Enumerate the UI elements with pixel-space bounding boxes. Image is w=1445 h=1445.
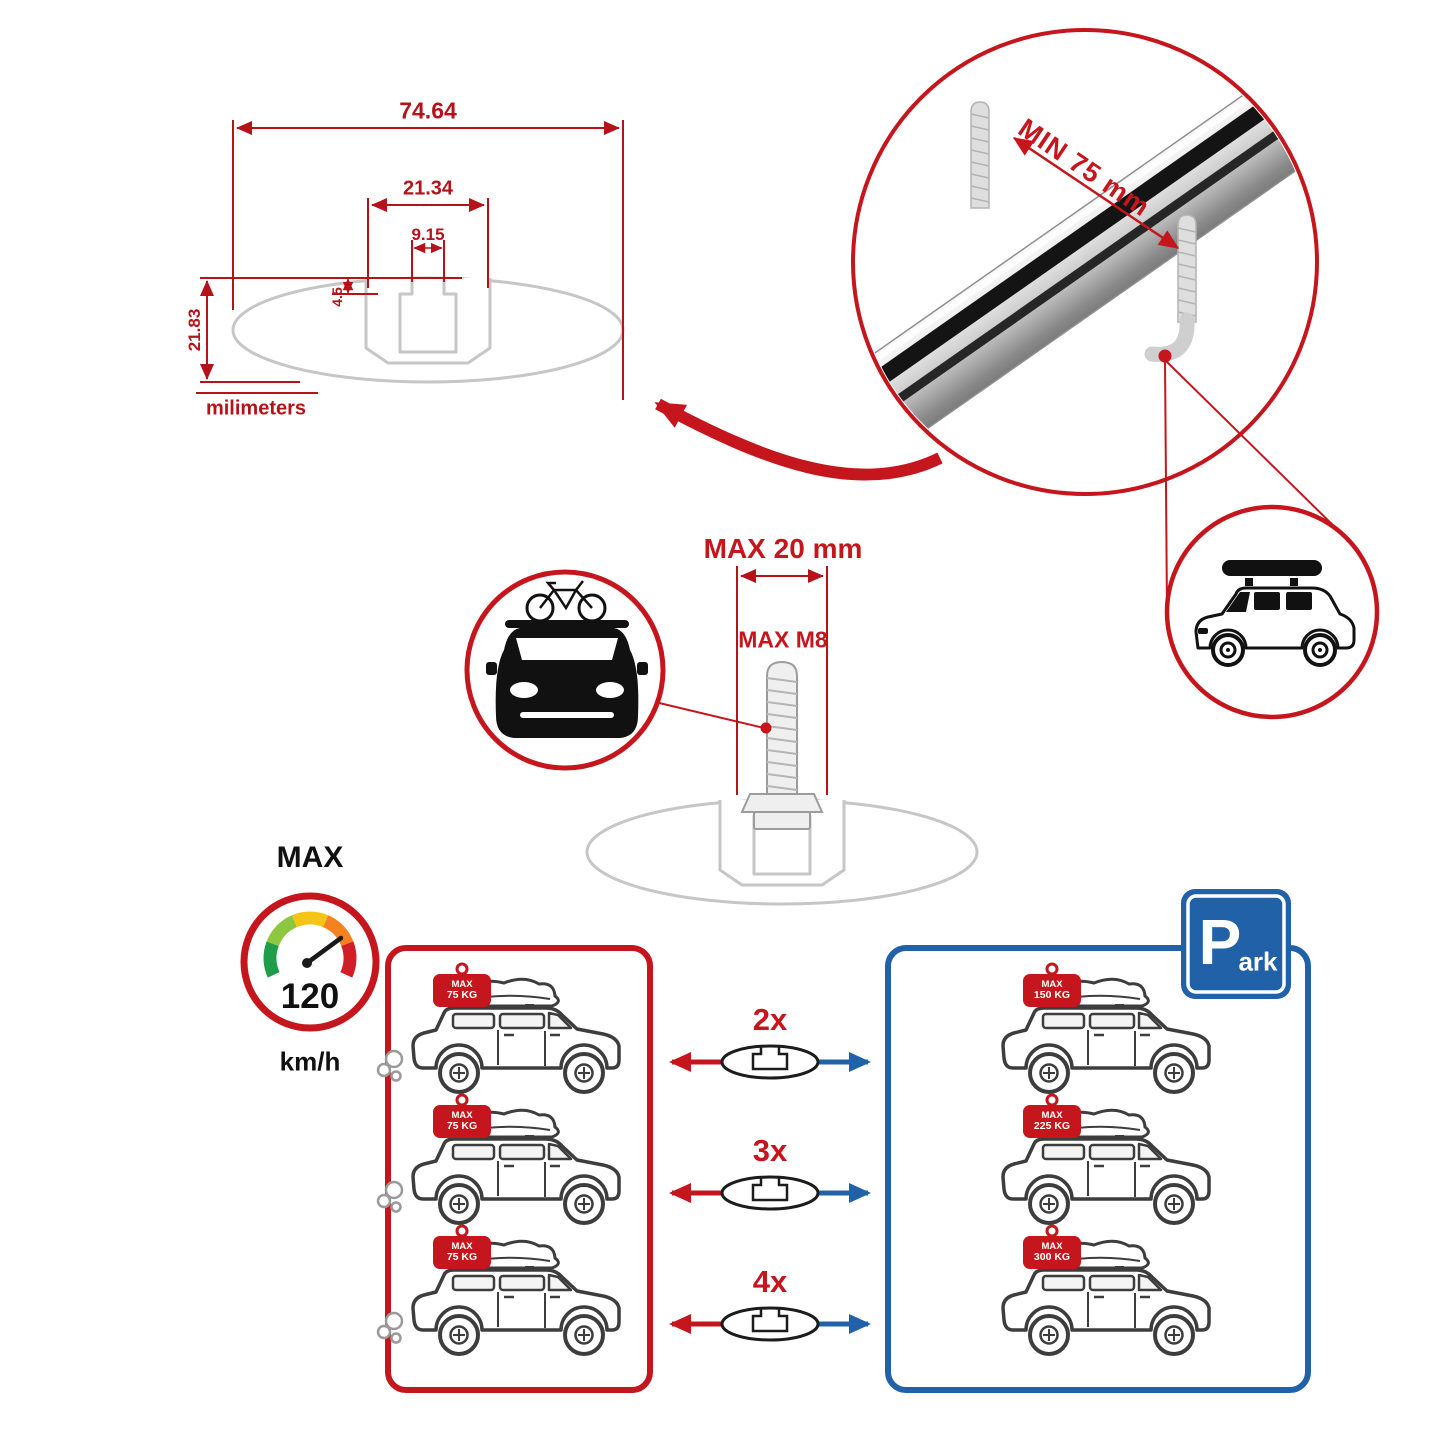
hook-callout-dot bbox=[1158, 349, 1172, 363]
tag-max-label: MAX bbox=[451, 1240, 473, 1252]
count-row-4x bbox=[669, 1306, 871, 1342]
thread-callout-dot bbox=[760, 722, 772, 734]
crossbar-profile-icon bbox=[720, 1306, 820, 1342]
min-clearance-arrow bbox=[1012, 136, 1180, 250]
units-label: milimeters bbox=[205, 397, 307, 420]
crossbar-profile-icon bbox=[720, 1175, 820, 1211]
crossbar-profile-icon bbox=[720, 1044, 820, 1080]
parking-sign bbox=[1181, 889, 1291, 999]
load-tag-driving-3: MAX 75 KG bbox=[433, 1236, 491, 1269]
tag-max-label: MAX bbox=[451, 978, 473, 990]
driving-panel bbox=[376, 945, 653, 1393]
gauge-needle bbox=[304, 935, 344, 966]
bike-car-circle bbox=[464, 569, 765, 771]
u-bolt-leg-right bbox=[1144, 214, 1197, 362]
bolt-dimension-lines bbox=[736, 566, 828, 795]
gauge-pivot bbox=[302, 958, 312, 968]
count-row-2x bbox=[669, 1044, 871, 1080]
load-tag-parked-2: MAX 225 KG bbox=[1023, 1105, 1081, 1138]
speed-value: 120 bbox=[280, 977, 340, 1016]
count-4x-label: 4x bbox=[752, 1264, 788, 1299]
load-tag-parked-1: MAX 150 KG bbox=[1023, 974, 1081, 1007]
exhaust-smoke bbox=[376, 1311, 404, 1344]
parking-panel bbox=[885, 889, 1311, 1393]
dim-width-total: 74.64 bbox=[399, 97, 457, 124]
dim-height: 21.83 bbox=[185, 308, 204, 352]
count-arrow-rows bbox=[669, 1044, 871, 1342]
gauge-arc bbox=[263, 911, 357, 978]
dim-slot-inner: 9.15 bbox=[411, 225, 445, 244]
dim-slot-depth: 4.5 bbox=[329, 287, 345, 307]
speed-unit: km/h bbox=[279, 1046, 341, 1077]
suv-roofbox-illustration bbox=[1194, 560, 1356, 667]
tag-weight: 225 KG bbox=[1033, 1119, 1071, 1132]
bolt-leader-line bbox=[654, 701, 765, 729]
tag-weight: 150 KG bbox=[1033, 988, 1071, 1001]
u-bolt-leg-left bbox=[970, 101, 990, 209]
tag-weight: 300 KG bbox=[1033, 1250, 1071, 1263]
tag-max-label: MAX bbox=[1041, 1240, 1063, 1252]
suv-driving-3 bbox=[376, 1224, 621, 1356]
speed-gauge bbox=[240, 892, 380, 1032]
car-front-bike-illustration bbox=[486, 580, 648, 738]
load-tag-parked-3: MAX 300 KG bbox=[1023, 1236, 1081, 1269]
tag-weight: 75 KG bbox=[446, 1119, 478, 1132]
t-bolt bbox=[740, 660, 824, 830]
tag-weight: 75 KG bbox=[446, 1250, 478, 1263]
callout-lines bbox=[1164, 359, 1346, 613]
count-3x-label: 3x bbox=[752, 1133, 788, 1168]
exhaust-smoke bbox=[376, 1180, 404, 1213]
exhaust-smoke bbox=[376, 1049, 404, 1082]
crossbar-profile-outline bbox=[231, 276, 625, 384]
tag-max-label: MAX bbox=[1041, 978, 1063, 990]
mount-bolt-diagram bbox=[585, 566, 979, 906]
max-thread-label: MAX M8 bbox=[738, 626, 828, 653]
pointer-arrow bbox=[654, 398, 943, 481]
bar-detail-circle bbox=[851, 28, 1319, 496]
tag-max-label: MAX bbox=[451, 1109, 473, 1121]
count-row-3x bbox=[669, 1175, 871, 1211]
roofbox-car-inset bbox=[1164, 504, 1380, 720]
dim-slot-outer: 21.34 bbox=[402, 177, 454, 200]
suv-driving-1 bbox=[376, 962, 621, 1094]
parking-sign-letter: P bbox=[1198, 906, 1242, 978]
count-2x-label: 2x bbox=[752, 1002, 788, 1037]
tag-weight: 75 KG bbox=[446, 988, 478, 1001]
cross-section-drawing bbox=[196, 120, 625, 400]
dimension-lines bbox=[196, 120, 624, 400]
parking-sign-suffix: ark bbox=[1238, 946, 1278, 977]
suv-driving-2 bbox=[376, 1093, 621, 1225]
load-tag-driving-1: MAX 75 KG bbox=[433, 974, 491, 1007]
load-tag-driving-2: MAX 75 KG bbox=[433, 1105, 491, 1138]
tag-max-label: MAX bbox=[1041, 1109, 1063, 1121]
max-bolt-length-label: MAX 20 mm bbox=[703, 533, 863, 564]
speed-max-label: MAX bbox=[276, 841, 344, 874]
